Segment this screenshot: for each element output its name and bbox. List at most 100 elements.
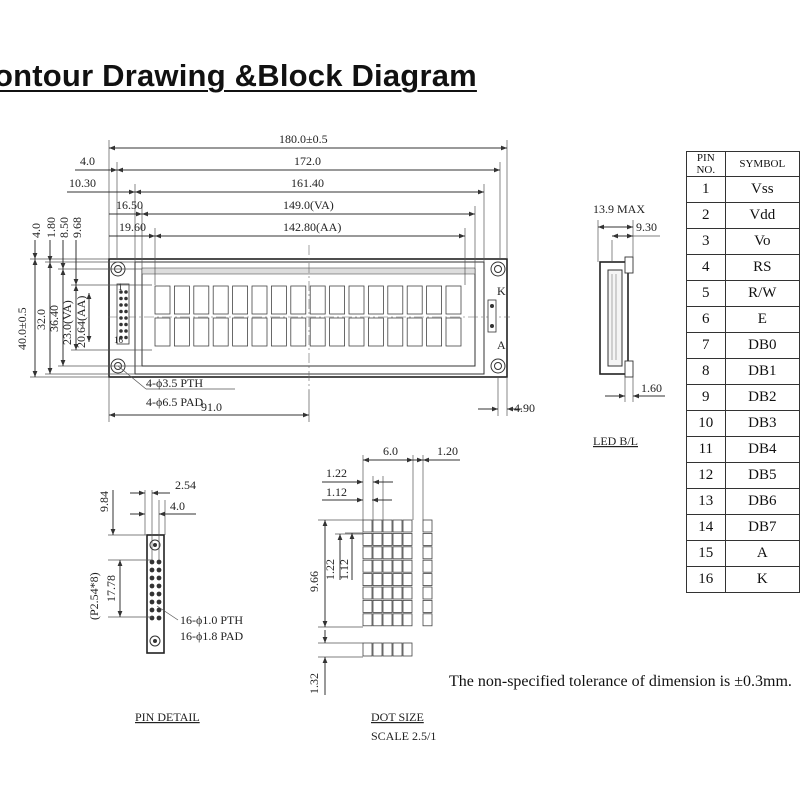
dot-cell	[392, 586, 403, 600]
pin-symbol: A	[724, 540, 800, 567]
dot-cell	[422, 573, 433, 586]
dot-cell	[402, 573, 413, 586]
header-pin	[124, 322, 128, 327]
pin-number: 13	[686, 488, 726, 515]
pin-number: 12	[686, 462, 726, 489]
pth-note: 16-ϕ1.0 PTH	[180, 613, 243, 627]
dot-cell	[362, 519, 373, 533]
dim-pcb-height: 32.0	[34, 309, 48, 330]
dot-cell	[382, 546, 393, 560]
dim-offset-4-0: 4.0	[80, 154, 95, 168]
detail-pin	[156, 575, 162, 581]
dim-offset-10-30: 10.30	[69, 176, 96, 190]
dot-cell	[402, 519, 413, 533]
viewing-area	[141, 268, 476, 367]
detail-pin	[149, 607, 155, 613]
dot-cell	[372, 586, 383, 600]
pin-no-header: PIN NO.	[686, 151, 726, 177]
header-pin	[119, 335, 123, 340]
dim-9-66: 9.66	[307, 571, 321, 592]
dim-9-84: 9.84	[97, 491, 111, 512]
dot-cell	[402, 586, 413, 600]
dot-cell	[402, 613, 413, 627]
dim-v-9-68: 9.68	[70, 217, 84, 238]
dot-cell	[372, 519, 383, 533]
dot-cell	[392, 642, 403, 657]
pin-symbol: K	[724, 566, 800, 593]
character-cell	[173, 317, 190, 347]
hole-note-pad: 4-ϕ6.5 PAD	[146, 395, 204, 409]
character-cell	[426, 285, 443, 315]
character-cell	[212, 317, 229, 347]
header-pin	[124, 303, 128, 307]
header-pin	[124, 290, 128, 294]
dot-cell	[402, 533, 413, 546]
dim-v-4-0: 4.0	[29, 223, 43, 238]
dim-v-1-80: 1.80	[44, 217, 58, 238]
symbol-header: SYMBOL	[724, 151, 800, 177]
pin-detail: 2.54 4.0 9.84 17.78 (P2.54*8) 16-ϕ1.0 PT…	[87, 478, 244, 724]
dim-bezel-width: 161.40	[291, 176, 324, 190]
detail-pin	[149, 615, 155, 621]
side-view-caption: LED B/L	[593, 434, 638, 448]
character-cell	[387, 317, 404, 347]
detail-pin	[149, 591, 155, 597]
character-cell	[232, 317, 249, 347]
dot-cell	[382, 519, 393, 533]
detail-pin	[156, 567, 162, 573]
pin-symbol: DB5	[724, 462, 800, 489]
dim-1-60: 1.60	[641, 381, 662, 395]
dot-cell	[362, 600, 373, 613]
dim-1-20: 1.20	[437, 444, 458, 458]
character-cell	[290, 285, 307, 315]
page-title: ontour Drawing &Block Diagram	[0, 58, 477, 93]
character-cell	[173, 285, 190, 315]
pin-number: 6	[686, 306, 726, 333]
side-profile	[599, 261, 629, 375]
character-grid	[154, 285, 462, 347]
dim-1-12-top: 1.12	[326, 485, 347, 499]
dot-cell	[362, 559, 373, 573]
dim-pcb-width: 172.0	[294, 154, 321, 168]
character-cell	[329, 285, 346, 315]
bezel-outline	[134, 261, 485, 375]
pin-number: 1	[686, 176, 726, 203]
dot-cell	[392, 573, 403, 586]
detail-pin	[149, 575, 155, 581]
dot-cell	[372, 573, 383, 586]
pin-number: 8	[686, 358, 726, 385]
dim-1-22-v: 1.22	[323, 559, 337, 580]
header-pin	[119, 316, 123, 320]
character-cell	[348, 285, 365, 315]
character-cell	[193, 285, 210, 315]
dim-1-32: 1.32	[307, 673, 321, 694]
pin-symbol: DB7	[724, 514, 800, 541]
dim-1-12-v: 1.12	[337, 559, 351, 580]
dot-cell	[382, 613, 393, 627]
pitch-note: (P2.54*8)	[87, 572, 101, 620]
dot-size-scale: SCALE 2.5/1	[371, 729, 436, 743]
dot-cell	[422, 546, 433, 560]
detail-pin	[156, 599, 162, 605]
header-pin	[119, 309, 123, 314]
dot-cell	[382, 559, 393, 573]
dot-cell	[392, 600, 403, 613]
header-pin	[124, 296, 128, 301]
mounting-hole	[490, 358, 506, 374]
pin-number: 5	[686, 280, 726, 307]
character-cell	[445, 285, 462, 315]
pin-number: 9	[686, 384, 726, 411]
character-cell	[367, 285, 384, 315]
dot-cell	[392, 559, 403, 573]
hole-note-pth: 4-ϕ3.5 PTH	[146, 376, 203, 390]
dim-91-0: 91.0	[201, 400, 222, 414]
led-k-label: K	[497, 284, 506, 298]
